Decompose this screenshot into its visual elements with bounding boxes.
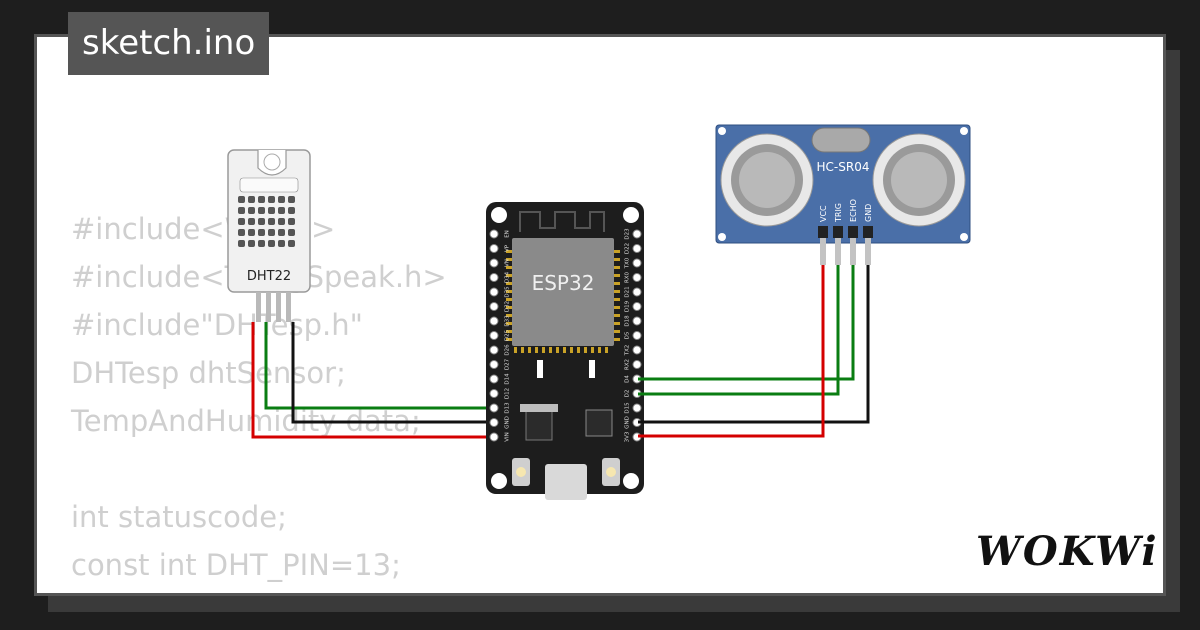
sonar-gnd-wire — [638, 265, 870, 424]
esp32-pin-label: D14 — [505, 373, 511, 385]
hc-sr04-pin-label: TRIG — [834, 203, 843, 223]
esp32-pin-d5[interactable] — [632, 331, 642, 340]
esp32-pin-label: D26 — [505, 344, 511, 356]
dht-wires — [251, 322, 493, 439]
esp32-pin-rx0[interactable] — [632, 273, 642, 282]
esp32-pin-label: D19 — [625, 300, 631, 312]
esp32-pin-label: D34 — [505, 271, 511, 283]
esp32-pin-vin[interactable] — [489, 432, 499, 442]
dht-data-wire — [264, 322, 493, 410]
sonar-vcc-wire — [638, 265, 825, 438]
esp32-pin-d19[interactable] — [632, 302, 642, 311]
esp32-pin-gnd[interactable] — [489, 418, 499, 427]
esp32-pin-label: VP — [505, 244, 511, 252]
esp32-pin-d15[interactable] — [632, 403, 642, 413]
esp32-pin-label: TX0 — [625, 257, 631, 269]
esp32-pin-label: D15 — [625, 402, 631, 414]
esp32-pin-d35[interactable] — [489, 287, 499, 297]
esp32-pin-label: D25 — [505, 329, 511, 341]
esp32-pin-label: D32 — [505, 301, 511, 312]
esp32-pin-d21[interactable] — [632, 287, 642, 297]
esp32-pin-d33[interactable] — [489, 316, 499, 326]
esp32-pin-label: D33 — [505, 315, 511, 327]
hc-sr04-pin-label: GND — [864, 204, 873, 222]
code-line: int statuscode; — [71, 500, 287, 534]
esp32-pin-d26[interactable] — [489, 345, 499, 355]
esp32-label: ESP32 — [532, 271, 595, 295]
esp32-pin-label: D2 — [625, 390, 631, 398]
esp32-pin-d18[interactable] — [632, 316, 642, 326]
dht22-vent-grid — [238, 196, 295, 247]
esp32-pin-label: D5 — [625, 331, 631, 339]
hc-sr04-pin-label: ECHO — [849, 199, 858, 222]
dht-gnd-wire — [291, 322, 493, 424]
esp32-pin-d25[interactable] — [489, 331, 499, 340]
esp32-pin-d22[interactable] — [632, 244, 642, 253]
esp32-pin-tx2[interactable] — [632, 345, 642, 355]
esp32-pin-vn[interactable] — [489, 258, 499, 268]
sonar-trig-wire — [638, 265, 840, 396]
esp32-pin-d12[interactable] — [489, 389, 499, 398]
transducer-left — [720, 133, 814, 227]
hc-sr04-label: HC-SR04 — [817, 160, 870, 174]
esp32-pin-d27[interactable] — [489, 360, 499, 369]
sketch-filename-tab[interactable]: sketch.ino — [68, 12, 270, 75]
esp32-pin-label: D4 — [625, 375, 631, 383]
esp32-pin-label: D18 — [625, 315, 631, 327]
esp32-pin-d34[interactable] — [489, 273, 499, 282]
esp32-pin-tx0[interactable] — [632, 258, 642, 268]
esp32-pin-label: 3V3 — [625, 431, 631, 442]
esp32-pin-label: D13 — [505, 402, 511, 414]
esp32-pin-d14[interactable] — [489, 374, 499, 384]
esp32-pin-label: GND — [625, 416, 631, 429]
transducer-right — [872, 133, 966, 227]
dht22-label: DHT22 — [247, 269, 291, 284]
esp32-pin-label: RX0 — [625, 271, 631, 283]
esp32-pin-label: RX2 — [625, 359, 631, 370]
code-line: #include"DHTesp.h" — [71, 308, 363, 342]
code-line: const int DHT_PIN=13; — [71, 548, 401, 582]
esp32-pin-label: D21 — [625, 286, 631, 297]
esp32-pin-label: GND — [505, 416, 511, 429]
esp32-pin-label: D12 — [505, 388, 511, 399]
hc-sr04-pin-label: VCC — [819, 205, 828, 222]
esp32-pin-label: VIN — [505, 432, 511, 442]
esp32-pin-label: TX2 — [625, 345, 631, 357]
esp32-pin-label: D35 — [505, 286, 511, 298]
esp32-pin-rx2[interactable] — [632, 360, 642, 369]
esp32-pin-label: VN — [505, 259, 511, 267]
esp32-pin-d23[interactable] — [632, 229, 642, 239]
dht22-sensor[interactable]: DHT22 — [227, 149, 311, 322]
esp32-pin-d13[interactable] — [489, 403, 499, 413]
sonar-echo-wire — [638, 265, 855, 381]
esp32-pin-label: D27 — [505, 358, 511, 370]
esp32-pin-en[interactable] — [489, 229, 499, 239]
hc-sr04-sensor[interactable]: HC-SR04 VCC TRIG ECHO GND — [715, 124, 971, 265]
dht-vcc-wire — [251, 322, 493, 439]
sonar-wires — [638, 265, 870, 438]
esp32-board[interactable]: ESP32 ENVPVND34D35D32D33D25D26D27D14D12D… — [486, 202, 644, 500]
esp32-pin-label: D23 — [625, 228, 631, 240]
esp32-pin-vp[interactable] — [489, 244, 499, 253]
esp32-pin-label: EN — [505, 230, 511, 238]
wokwi-logo: WOKWi — [976, 528, 1159, 575]
esp32-pin-d32[interactable] — [489, 302, 499, 311]
esp32-pin-label: D22 — [625, 243, 631, 254]
